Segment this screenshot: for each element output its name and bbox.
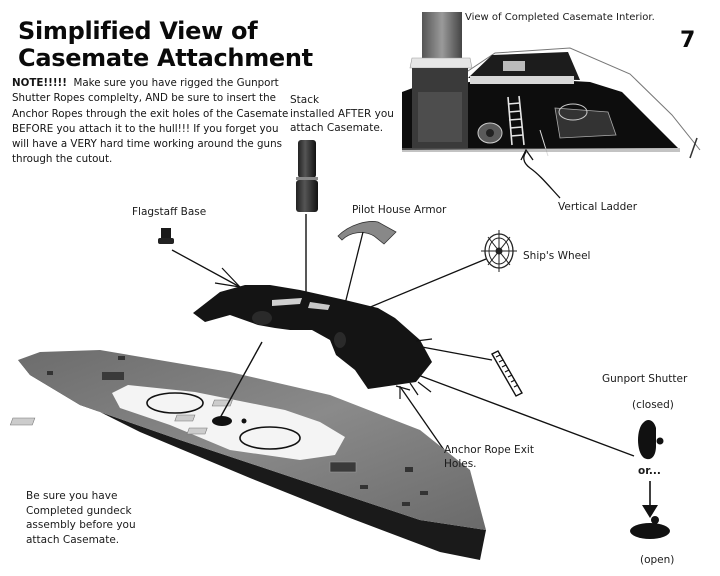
title-line-2: Casemate Attachment [18,44,313,72]
turntable-ring-2 [239,426,301,450]
interior-gun-wheel [558,103,588,121]
casemate-gunport-1 [252,311,272,325]
stack-label: Stack installed AFTER you attach Casemat… [290,93,394,135]
page-title: Simplified View of Casemate Attachment [18,18,313,72]
deck-gratings [9,399,233,435]
flagstaff-base-label: Flagstaff Base [132,206,207,218]
stack-hole [212,416,232,426]
interior-floor [402,148,680,152]
turntable-ring-1 [146,392,204,414]
gundeck-note-line1: Be sure you have [26,490,118,502]
stack-label-line3: attach Casemate. [290,122,384,134]
ladder-part-pointer [421,346,493,361]
stack-lower [296,180,318,212]
or-label: or... [638,465,661,477]
flagstaff-foot [158,238,174,244]
hull-side [18,360,486,560]
stack-upper [298,140,316,178]
deck-fittings [47,356,428,506]
pilot-house-window [503,61,525,71]
flagstaff-arrow-a [221,267,241,288]
interior-view-label: View of Completed Casemate Interior. [465,12,655,23]
shutter-open-hinge [651,516,659,524]
ladder-pointer [523,151,561,199]
gunport-shutter-label: Gunport Shutter [602,373,688,385]
shutter-closed-hinge [656,437,664,445]
stack-label-line1: Stack [290,94,320,106]
ladder-pointer-arrow [520,148,534,161]
casemate-part [193,285,635,457]
title-line-1: Simplified View of [18,17,258,45]
interior-gear-hub [486,129,494,137]
shutter-closed [638,420,656,460]
aft-hatch [329,461,357,473]
warning-note: NOTE!!!!! Make sure you have rigged the … [12,76,292,168]
casemate-to-hull-pointer [219,341,263,419]
forward-hatch [102,372,124,380]
anchor-label-line2: Holes. [444,458,477,470]
gunport-shutter-part [630,420,670,539]
wheel-pointer [367,258,487,309]
interior-stack-texture [418,92,462,142]
deck-hole [241,418,247,424]
gundeck-note-line2: Completed gundeck [26,504,132,517]
note-body: Make sure you have rigged the Gunport Sh… [12,77,289,166]
flagstaff-body [161,228,171,240]
pilot-house-ledge [470,76,574,84]
gunport-shutter-pointer [417,374,635,457]
flagstaff-pointer [171,249,241,288]
open-label: (open) [640,554,675,566]
flagstaff-base-part [158,228,241,288]
closed-label: (closed) [632,399,674,411]
anchor-rope-label: Anchor Rope Exit Holes. [444,443,534,471]
flagstaff-arrow-b [214,282,241,288]
casemate-hatch-2 [308,302,330,310]
casemate-body [193,285,432,389]
stack-label-line2: installed AFTER you [290,108,394,120]
interior-stack [422,12,462,58]
page-number: 7 [680,28,696,53]
casemate-hatch-1 [272,298,302,306]
pilot-house-armor-part [337,221,397,309]
anchor-label-line1: Anchor Rope Exit [444,444,534,456]
shutter-arrow-head [642,505,658,518]
interior-stack-collar [409,57,473,69]
shutter-open [630,523,670,539]
ships-wheel-label: Ship's Wheel [523,250,591,262]
note-lead: NOTE!!!!! [12,77,67,89]
casemate-interior-photo [402,12,701,199]
stack-part [296,140,318,312]
interior-ladder [507,95,525,146]
pilot-house-armor-shape [337,221,397,245]
anchor-rope-pointer [400,387,445,451]
anchor-rope-ticks [395,338,433,399]
pilot-house-armor-label: Pilot House Armor [352,204,447,216]
interior-gun [554,107,617,139]
casemate-outline [461,47,701,151]
gundeck-note: Be sure you have Completed gundeck assem… [26,489,156,547]
hull-part [9,341,486,560]
gundeck-note-line4: attach Casemate. [26,533,120,546]
pilot-house-pointer [343,231,364,309]
vertical-ladder-part [421,346,523,397]
outline-tick [689,137,698,159]
gundeck-note-line3: assembly before you [26,519,136,531]
casemate-gunport-2 [334,332,346,348]
vertical-ladder-label: Vertical Ladder [558,201,638,213]
ships-wheel-part [367,230,517,309]
stack-band [296,177,318,180]
